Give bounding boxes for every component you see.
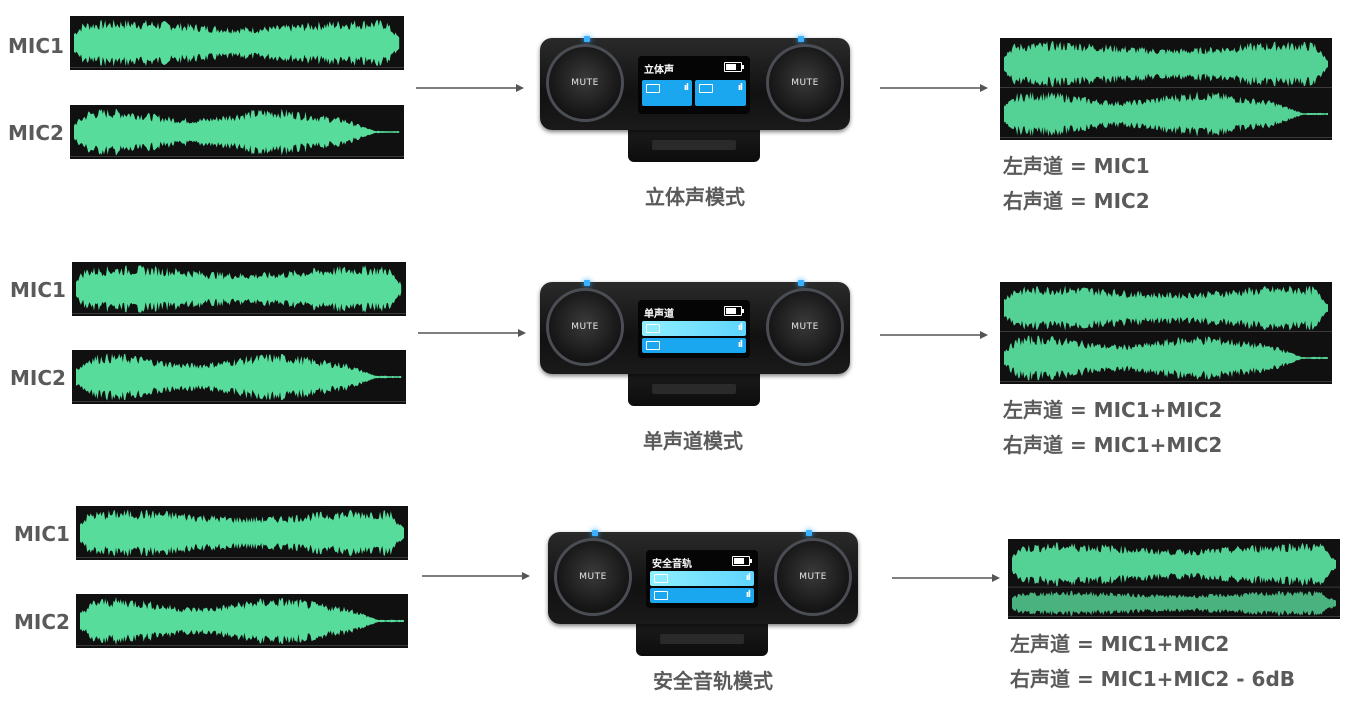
mute-knob-right[interactable]: MUTE	[766, 288, 844, 366]
mode-caption: 安全音轨模式	[653, 669, 773, 693]
mic2-label: MIC2	[8, 121, 64, 145]
led-indicator-icon	[806, 530, 812, 536]
arrow-out	[892, 574, 1000, 582]
mic2-label: MIC2	[10, 366, 66, 390]
mic1-waveform	[76, 506, 408, 560]
signal-icon: ıl	[737, 340, 743, 350]
wireless-receiver-device: MUTE MUTE 安全音轨 ıl ıl	[548, 530, 858, 664]
mic1-label: MIC1	[10, 278, 66, 302]
mute-knob-right[interactable]: MUTE	[766, 44, 844, 122]
device-clip	[636, 622, 768, 656]
mute-label: MUTE	[791, 322, 819, 332]
mono-output-waveform	[1000, 282, 1332, 384]
device-clip	[628, 372, 760, 406]
device-body: MUTE MUTE 立体声 ıl ıl	[540, 36, 850, 130]
mic2-waveform	[70, 105, 404, 159]
battery-icon	[646, 324, 660, 333]
right-channel-formula: 右声道 = MIC1+MIC2 - 6dB	[1010, 667, 1296, 691]
device-clip	[628, 128, 760, 162]
mic1-label: MIC1	[8, 34, 64, 58]
left-channel-formula: 左声道 = MIC1	[1003, 154, 1150, 178]
battery-icon	[646, 84, 660, 93]
channel-bar-top: ıl	[650, 571, 754, 586]
mute-label: MUTE	[579, 572, 607, 582]
channel-bar-bottom: ıl	[642, 338, 746, 353]
right-channel-formula: 右声道 = MIC2	[1003, 189, 1150, 213]
signal-icon: ıl	[683, 83, 689, 93]
mute-label: MUTE	[571, 322, 599, 332]
signal-icon: ıl	[737, 323, 743, 333]
led-indicator-icon	[592, 530, 598, 536]
mute-knob-left[interactable]: MUTE	[546, 44, 624, 122]
arrow-in	[416, 84, 524, 92]
battery-icon	[654, 574, 668, 583]
battery-icon	[724, 306, 744, 316]
mute-label: MUTE	[571, 78, 599, 88]
mute-label: MUTE	[791, 78, 819, 88]
screen-mode-title: 单声道	[644, 309, 674, 320]
battery-icon	[646, 341, 660, 350]
battery-icon	[724, 62, 744, 72]
led-indicator-icon	[798, 280, 804, 286]
left-channel-formula: 左声道 = MIC1+MIC2	[1010, 632, 1230, 656]
mode-caption: 立体声模式	[645, 185, 745, 209]
led-indicator-icon	[584, 280, 590, 286]
battery-icon	[654, 591, 668, 600]
signal-icon: ıl	[737, 83, 743, 93]
channel-bar-right: ıl	[695, 80, 746, 106]
arrow-in	[422, 572, 530, 580]
mic1-label: MIC1	[14, 522, 70, 546]
left-channel-formula: 左声道 = MIC1+MIC2	[1003, 398, 1223, 422]
mute-label: MUTE	[799, 572, 827, 582]
signal-icon: ıl	[745, 573, 751, 583]
battery-icon	[699, 84, 713, 93]
channel-bar-top: ıl	[642, 321, 746, 336]
right-channel-formula: 右声道 = MIC1+MIC2	[1003, 433, 1223, 457]
led-indicator-icon	[584, 36, 590, 42]
device-screen: 安全音轨 ıl ıl	[646, 550, 758, 608]
arrow-in	[418, 329, 526, 337]
mic2-waveform	[72, 350, 406, 404]
channel-bar-left: ıl	[642, 80, 692, 106]
mode-caption: 单声道模式	[643, 429, 743, 453]
device-screen: 立体声 ıl ıl	[638, 56, 750, 114]
mic1-waveform	[72, 262, 406, 316]
device-body: MUTE MUTE 单声道 ıl ıl	[540, 280, 850, 374]
mute-knob-left[interactable]: MUTE	[554, 538, 632, 616]
mic2-waveform	[76, 594, 408, 648]
device-screen: 单声道 ıl ıl	[638, 300, 750, 358]
signal-icon: ıl	[745, 590, 751, 600]
mute-knob-right[interactable]: MUTE	[774, 538, 852, 616]
device-body: MUTE MUTE 安全音轨 ıl ıl	[548, 530, 858, 624]
channel-bar-bottom: ıl	[650, 588, 754, 603]
battery-icon	[732, 556, 752, 566]
wireless-receiver-device: MUTE MUTE 立体声 ıl ıl	[540, 36, 850, 170]
stereo-output-waveform	[1000, 38, 1332, 140]
screen-mode-title: 安全音轨	[652, 559, 692, 570]
screen-mode-title: 立体声	[644, 65, 674, 76]
wireless-receiver-device: MUTE MUTE 单声道 ıl ıl	[540, 280, 850, 414]
led-indicator-icon	[798, 36, 804, 42]
mic1-waveform	[70, 16, 404, 70]
safety-output-waveform	[1008, 539, 1340, 619]
arrow-out	[880, 84, 988, 92]
mute-knob-left[interactable]: MUTE	[546, 288, 624, 366]
arrow-out	[880, 331, 988, 339]
mic2-label: MIC2	[14, 610, 70, 634]
